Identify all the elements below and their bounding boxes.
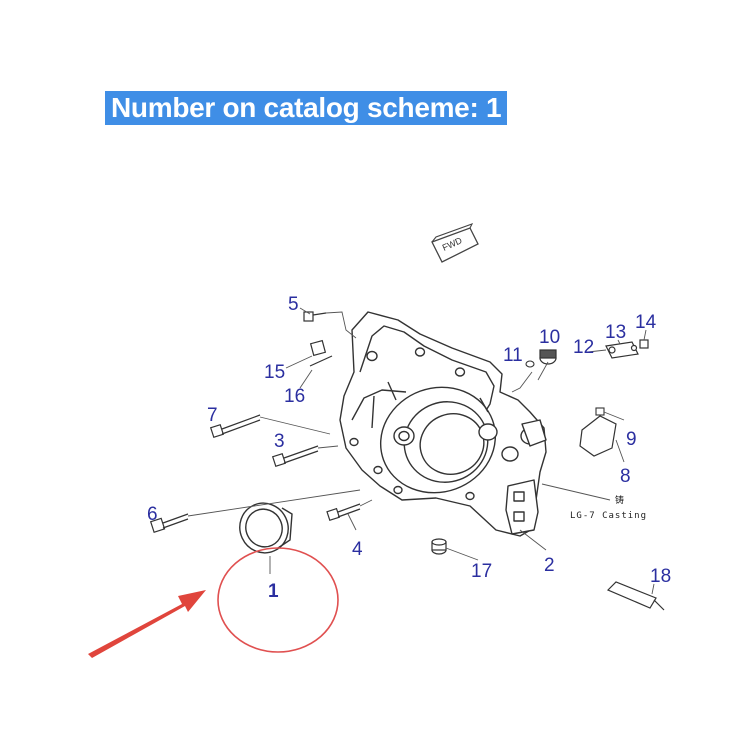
washer-part-11 bbox=[525, 360, 535, 368]
sensor-part-18 bbox=[606, 581, 665, 611]
callout-15: 15 bbox=[264, 362, 285, 383]
scheme-number-banner: Number on catalog scheme: 1 bbox=[105, 91, 508, 125]
bolt-part-14 bbox=[639, 339, 649, 349]
callout-11: 11 bbox=[503, 345, 523, 366]
bolt-part-6 bbox=[149, 513, 189, 534]
cover-part-12-13 bbox=[605, 341, 639, 359]
callout-14: 14 bbox=[635, 312, 657, 333]
bolt-part-5 bbox=[303, 311, 327, 322]
plug-part-10 bbox=[539, 349, 557, 365]
bolt-part-3 bbox=[271, 445, 319, 468]
bolt-part-9 bbox=[595, 407, 605, 416]
callout-8: 8 bbox=[620, 466, 631, 487]
part-1-oil-seal bbox=[239, 502, 293, 554]
callout-17: 17 bbox=[471, 561, 492, 582]
callout-6: 6 bbox=[147, 504, 158, 525]
plug-part-17 bbox=[431, 538, 447, 555]
callout-2: 2 bbox=[544, 555, 555, 576]
bolt-part-7 bbox=[209, 414, 261, 439]
callout-10: 10 bbox=[539, 327, 560, 348]
fwd-direction-tag: FWD bbox=[431, 223, 479, 263]
callout-18: 18 bbox=[650, 566, 671, 587]
callout-12: 12 bbox=[573, 337, 594, 358]
leader-lines bbox=[187, 307, 655, 595]
callout-13: 13 bbox=[605, 322, 626, 343]
callout-7: 7 bbox=[207, 405, 218, 426]
callout-5: 5 bbox=[288, 294, 299, 315]
cover-plate-part-8 bbox=[579, 415, 617, 457]
callout-4: 4 bbox=[352, 539, 363, 560]
callout-9: 9 bbox=[626, 429, 637, 450]
bolt-part-4 bbox=[326, 503, 361, 522]
callout-labels: 1 2 3 4 5 6 7 8 9 10 11 12 13 14 15 16 1… bbox=[147, 294, 671, 602]
casting-note: LG-7 Casting bbox=[570, 511, 647, 521]
callout-16: 16 bbox=[284, 386, 305, 407]
highlight-circle bbox=[217, 547, 339, 653]
flywheel-housing bbox=[339, 311, 547, 537]
plug-part-15-16 bbox=[309, 339, 333, 367]
callout-1: 1 bbox=[268, 581, 279, 602]
red-pointer-arrow bbox=[88, 590, 206, 658]
callout-3: 3 bbox=[274, 431, 285, 452]
casting-mark: 铸 bbox=[615, 494, 624, 505]
